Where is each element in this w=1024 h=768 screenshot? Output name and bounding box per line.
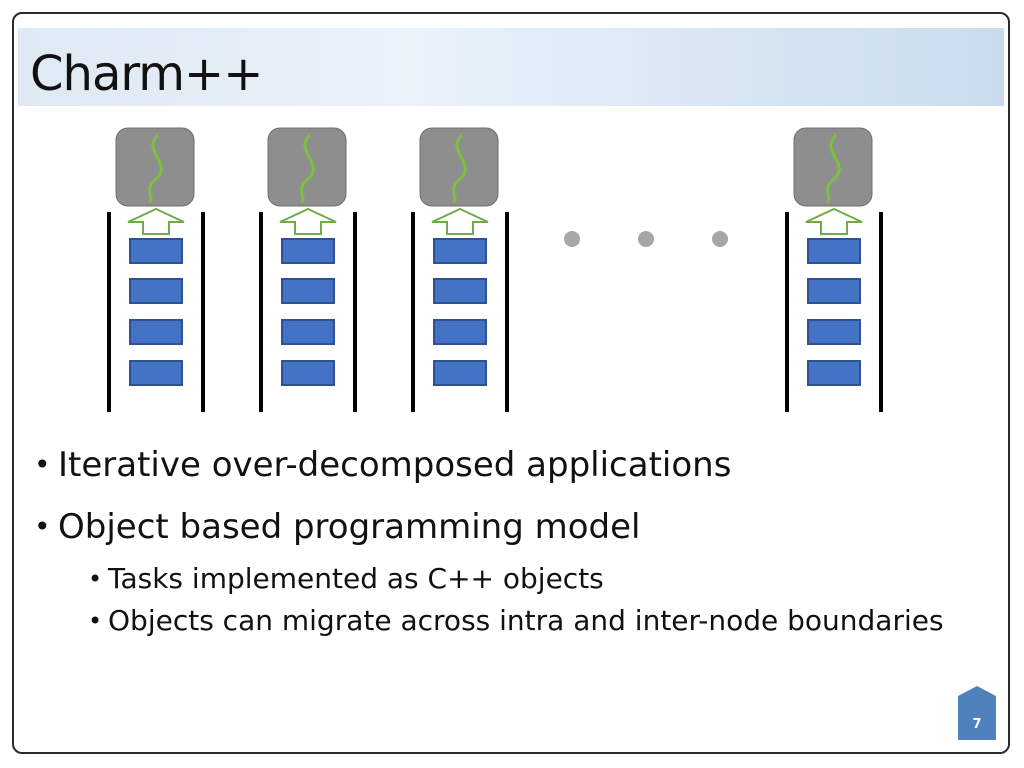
object-block xyxy=(281,319,335,345)
object-block xyxy=(129,360,183,386)
object-block xyxy=(433,238,487,264)
object-block xyxy=(807,360,861,386)
processor-column-3 xyxy=(411,127,509,412)
slide-title: Charm++ xyxy=(30,46,263,102)
thread-icon xyxy=(452,134,467,204)
object-block xyxy=(129,278,183,304)
title-bar: Charm++ xyxy=(18,28,1004,106)
object-block xyxy=(807,278,861,304)
bullet-item: Object based programming model xyxy=(32,496,992,558)
slide: Charm++ xyxy=(12,12,1010,754)
object-block xyxy=(433,360,487,386)
object-block xyxy=(433,319,487,345)
processor-box xyxy=(115,127,195,207)
object-block xyxy=(129,238,183,264)
bullet-item: Iterative over-decomposed applications xyxy=(32,434,992,496)
processor-column-4 xyxy=(785,127,883,412)
up-arrow-icon xyxy=(805,207,863,235)
object-block xyxy=(281,360,335,386)
page-number-badge: 7 xyxy=(958,686,996,740)
sub-bullet-item: Tasks implemented as C++ objects xyxy=(86,558,992,600)
processor-column-2 xyxy=(259,127,357,412)
page-number: 7 xyxy=(972,717,982,732)
processor-box xyxy=(267,127,347,207)
ellipsis-icon xyxy=(564,231,728,247)
object-block xyxy=(281,278,335,304)
processor-column-1 xyxy=(107,127,205,412)
up-arrow-icon xyxy=(279,207,337,235)
thread-icon xyxy=(826,134,841,204)
sub-bullet-item: Objects can migrate across intra and int… xyxy=(86,600,992,642)
page-badge-shape-icon xyxy=(958,686,996,740)
object-block xyxy=(129,319,183,345)
thread-icon xyxy=(300,134,315,204)
object-block xyxy=(281,238,335,264)
object-block xyxy=(433,278,487,304)
up-arrow-icon xyxy=(127,207,185,235)
up-arrow-icon xyxy=(431,207,489,235)
thread-icon xyxy=(148,134,163,204)
bullet-list: Iterative over-decomposed applications O… xyxy=(32,434,992,642)
object-block xyxy=(807,238,861,264)
object-block xyxy=(807,319,861,345)
processor-box xyxy=(419,127,499,207)
processor-diagram xyxy=(107,127,883,412)
processor-box xyxy=(793,127,873,207)
